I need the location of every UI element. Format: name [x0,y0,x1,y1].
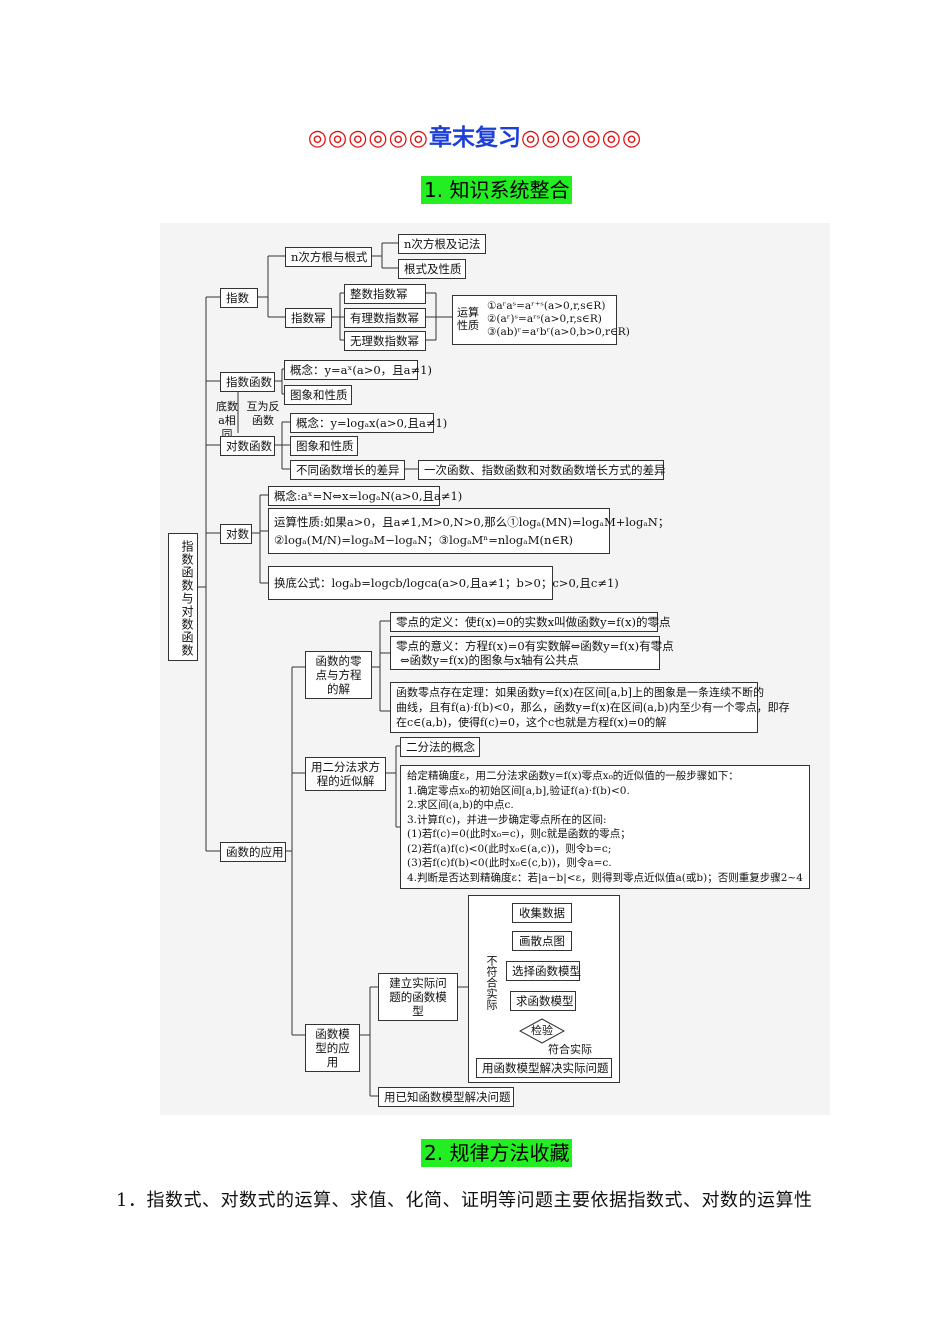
node-bisect: 用二分法求方程的近似解 [305,757,386,791]
knowledge-map: 指数函数与对数函数 指数 n次方根与根式 n次方根及记法 根式及性质 指数幂 整… [160,223,830,1115]
label-huwei: 互为反函数 [246,400,280,427]
step-line-0: 给定精确度ε，用二分法求函数y=f(x)零点x₀的近似值的一般步骤如下： [407,770,739,782]
node-growth-desc: 一次函数、指数函数和对数函数增长方式的差异 [418,460,666,480]
node-nci-def: n次方根及记法 [398,234,486,254]
node-log-ops: 运算性质:如果a>0，且a≠1,M>0,N>0,那么①logₐ(MN)=logₐ… [268,508,670,554]
title-rings-left: ◎◎◎◎◎◎ [307,126,429,151]
node-wuli: 无理数指数幂 [344,331,426,351]
node-duishu: 对数 [220,524,252,544]
label-dishu: 底数a相同 [216,400,238,441]
section-heading-1: 1. 知识系统整合 [421,176,573,204]
node-use-known: 用已知函数模型解决问题 [378,1087,514,1107]
node-exp-graph: 图象和性质 [284,385,352,405]
yunsuan-label: 运算性质 [457,306,479,332]
body-paragraph: 1．指数式、对数式的运算、求值、化简、证明等问题主要依据指数式、对数的运算性 [116,1190,813,1211]
flow-apply: 用函数模型解决实际问题 [476,1058,612,1078]
step-line-2: 2.求区间(a,b)的中点c. [407,799,514,811]
node-log-concept: 概念：y=logₐx(a>0,且a≠1) [290,413,447,433]
section-heading-2: 2. 规律方法收藏 [421,1139,573,1167]
node-change-base: 换底公式：logₐb=logcb/logca(a>0,且a≠1；b>0；c>0,… [268,566,619,600]
node-zero-def: 零点的定义：使f(x)=0的实数x叫做函数y=f(x)的零点 [390,612,671,632]
node-zhishumi: 指数幂 [285,308,332,328]
title-rings-right: ◎◎◎◎◎◎ [521,126,643,151]
node-zhengshu: 整数指数幂 [344,284,426,304]
node-model-app: 函数模型的应用 [305,1024,360,1072]
node-zhishu: 指数 [220,288,258,308]
flow-choose: 选择函数模型 [506,961,581,981]
node-zero-thm: 函数零点存在定理：如果函数y=f(x)在区间[a,b]上的图象是一条连续不断的 … [390,682,790,733]
node-log-graph: 图象和性质 [290,436,358,456]
flow-not-fit: 不符合实际 [485,955,498,1010]
node-zero-meaning: 零点的意义：方程f(x)=0有实数解⇔函数y=f(x)有零点 ⇔函数y=f(x)… [390,636,674,670]
flowchart-frame [468,895,620,1083]
chapter-title: ◎◎◎◎◎◎章末复习◎◎◎◎◎◎ [0,118,950,152]
flow-fit: 符合实际 [548,1043,592,1056]
step-line-7: 4.判断是否达到精确度ε：若|a−b|<ε，则得到零点近似值a(或b)；否则重复… [407,871,803,884]
zero-thm-line-3: 在c∈(a,b)，使得f(c)=0，这个c也就是方程f(x)=0的解 [396,716,667,729]
node-nci-genshi: n次方根与根式 [285,247,372,267]
node-yunsuan: 运算性质 ①aʳaˢ=aʳ⁺ˢ(a>0,r,s∈R) ②(aʳ)ˢ=aʳˢ(a>… [452,295,630,345]
zero-thm-line-2: 曲线，且有f(a)·f(b)<0，那么，函数y=f(x)在区间(a,b)内至少有… [396,701,790,714]
step-line-1: 1.确定零点x₀的初始区间[a,b],验证f(a)·f(b)<0. [407,784,630,797]
flow-check: 检验 [531,1024,553,1037]
log-ops-line-2: ②logₐ(M/N)=logₐM−logₐN；③logₐMⁿ=nlogₐM(n∈… [274,533,574,547]
node-exp-concept: 概念：y=aˣ(a>0，且a≠1) [284,360,432,380]
flow-scatter: 画散点图 [512,931,572,951]
node-genshi: 根式及性质 [398,259,466,279]
prop-1: ①aʳaˢ=aʳ⁺ˢ(a>0,r,s∈R) [487,300,606,312]
node-log-def: 概念:aˣ=N⇔x=logₐN(a>0,且a≠1) [268,486,462,506]
node-log-fn: 对数函数 [220,436,275,456]
prop-3: ③(ab)ʳ=aʳbʳ(a>0,b>0,r∈R) [487,326,630,338]
node-exp-fn: 指数函数 [220,372,275,392]
log-ops-line-1: 运算性质:如果a>0，且a≠1,M>0,N>0,那么①logₐ(MN)=logₐ… [274,515,670,529]
flow-solve: 求函数模型 [510,991,576,1011]
node-fn-app: 函数的应用 [220,842,286,862]
node-youli: 有理数指数幂 [344,308,426,328]
step-line-4: (1)若f(c)=0(此时x₀=c)，则c就是函数的零点； [407,828,631,840]
zero-meaning-line-2: ⇔函数y=f(x)的图象与x轴有公共点 [400,653,579,667]
node-build-model: 建立实际问题的函数模型 [378,973,458,1021]
zero-thm-line-1: 函数零点存在定理：如果函数y=f(x)在区间[a,b]上的图象是一条连续不断的 [396,686,764,699]
step-line-6: (3)若f(c)f(b)<0(此时x₀∈(c,b))，则令a=c. [407,857,612,869]
step-line-3: 3.计算f(c)，并进一步确定零点所在的区间: [407,813,607,826]
step-line-5: (2)若f(a)f(c)<0(此时x₀∈(a,c))，则令b=c; [407,842,612,855]
node-bisect-concept: 二分法的概念 [400,737,480,757]
flow-check-diamond [519,1018,565,1044]
flow-collect: 收集数据 [512,903,572,923]
root-node: 指数函数与对数函数 [168,533,198,661]
node-growth: 不同函数增长的差异 [290,460,405,480]
node-bisect-steps: 给定精确度ε，用二分法求函数y=f(x)零点x₀的近似值的一般步骤如下： 1.确… [400,765,810,889]
zero-meaning-line-1: 零点的意义：方程f(x)=0有实数解⇔函数y=f(x)有零点 [396,639,674,653]
node-zero-eq: 函数的零点与方程的解 [305,651,372,699]
prop-2: ②(aʳ)ˢ=aʳˢ(a>0,r,s∈R) [487,313,602,325]
title-text: 章末复习 [429,125,521,151]
